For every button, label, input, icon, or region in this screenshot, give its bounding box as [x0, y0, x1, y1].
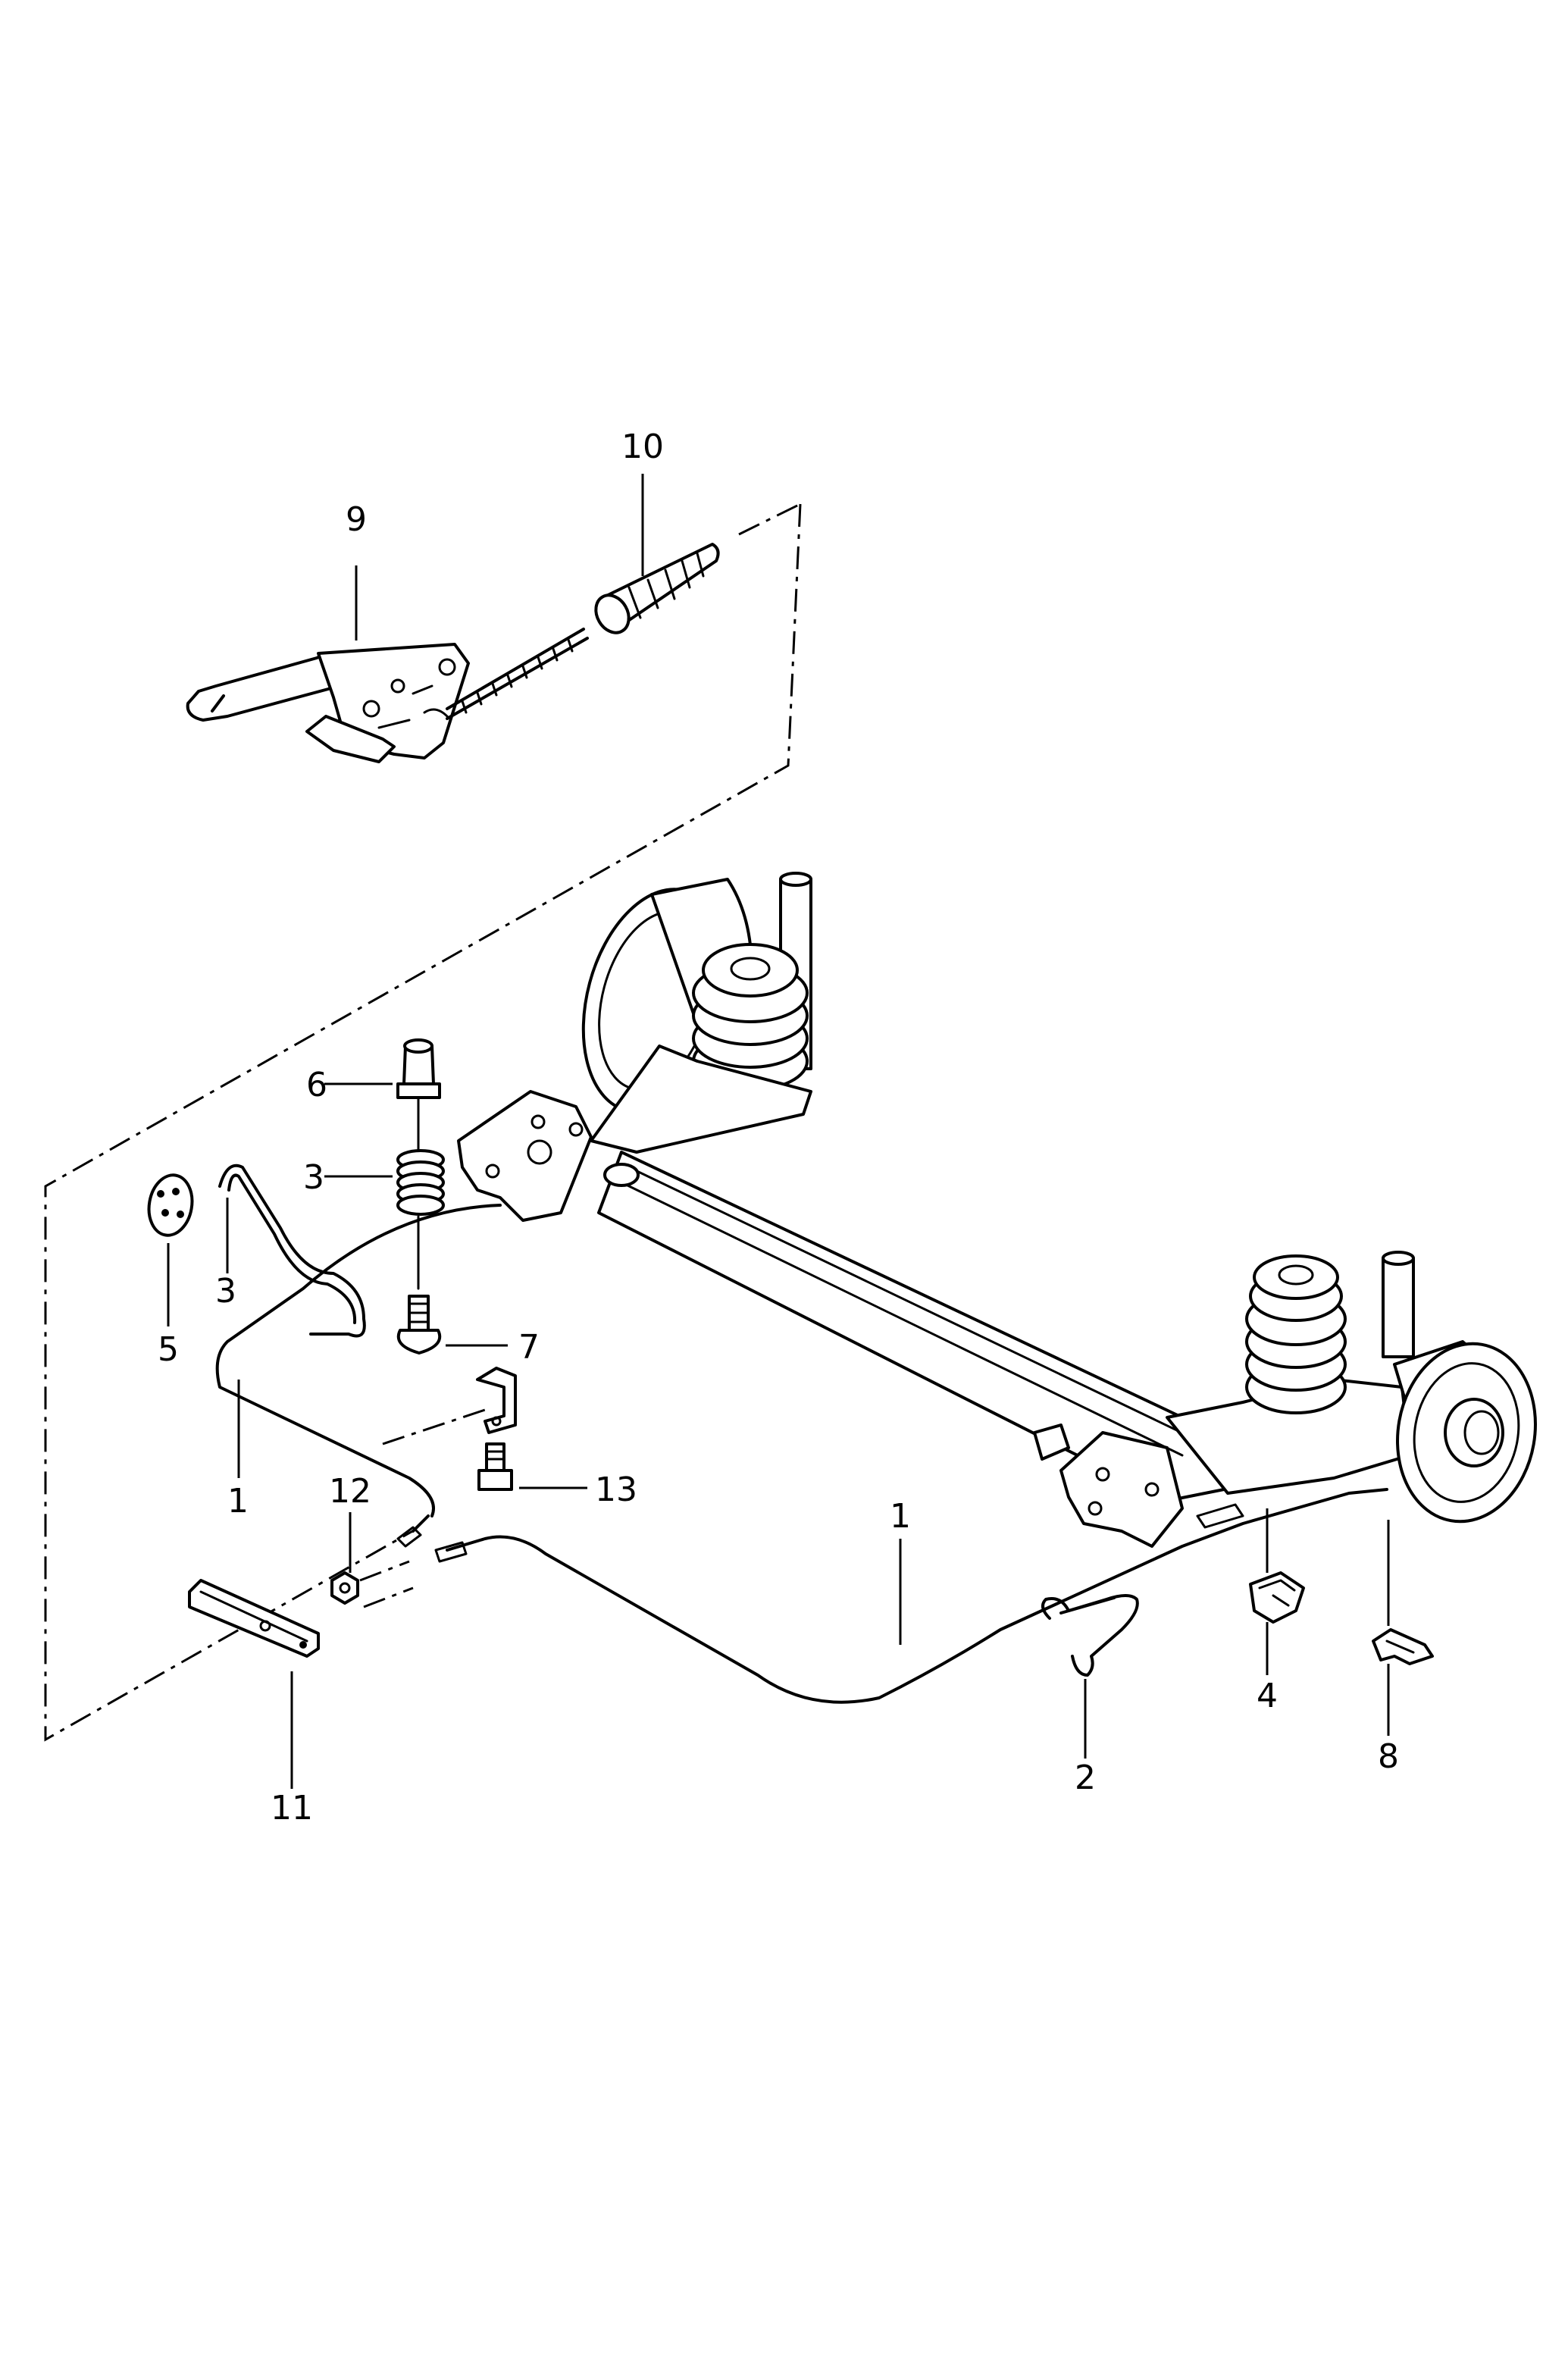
assembly-boundary-outline: [44, 503, 802, 1742]
flange-bolt-top: [396, 1038, 441, 1154]
hex-nut-13: [330, 1560, 414, 1608]
leader-lines: [167, 474, 1390, 1789]
gaiter-boot: [594, 543, 720, 634]
label-1-left: 1: [227, 1482, 249, 1521]
label-9: 8: [1378, 1737, 1399, 1776]
brake-cable-left: [215, 1204, 502, 1548]
label-12: 11: [271, 1789, 313, 1827]
label-3: 3: [215, 1272, 236, 1311]
rear-axle-beam: [457, 872, 1537, 1548]
label-5: 4: [1257, 1677, 1278, 1715]
part-labels: 9 10 6 3 3 5 7 1 12 13 1 11 2 4 8: [158, 428, 1399, 1827]
label-11: 10: [621, 428, 664, 466]
left-coil-spring: [692, 943, 809, 1091]
label-4: 3: [303, 1158, 324, 1197]
cable-clip: [1041, 1594, 1139, 1677]
label-7: 6: [306, 1066, 327, 1104]
hex-bolt-14: [477, 1442, 513, 1491]
label-6: 5: [158, 1330, 179, 1369]
wire-hook-rod: [218, 1164, 366, 1338]
spring-clip: [1372, 1628, 1434, 1665]
brake-cable-right: [434, 1488, 1388, 1704]
handbrake-lever: [186, 643, 470, 763]
flange-bolt-bottom: [396, 1295, 442, 1355]
right-coil-spring: [1245, 1254, 1347, 1414]
label-2: 2: [1075, 1759, 1096, 1797]
threaded-rod: [446, 628, 589, 720]
cable-bracket: [382, 1367, 517, 1445]
label-13: 12: [329, 1472, 371, 1511]
label-8: 7: [518, 1328, 540, 1367]
small-spring: [396, 1149, 445, 1290]
label-14: 13: [595, 1470, 637, 1509]
retainer-cap: [1249, 1571, 1305, 1624]
grommet-plate: [147, 1173, 194, 1237]
label-1-right: 1: [890, 1497, 911, 1536]
label-10: 9: [346, 500, 367, 539]
cable-equalizer: [188, 1579, 320, 1658]
